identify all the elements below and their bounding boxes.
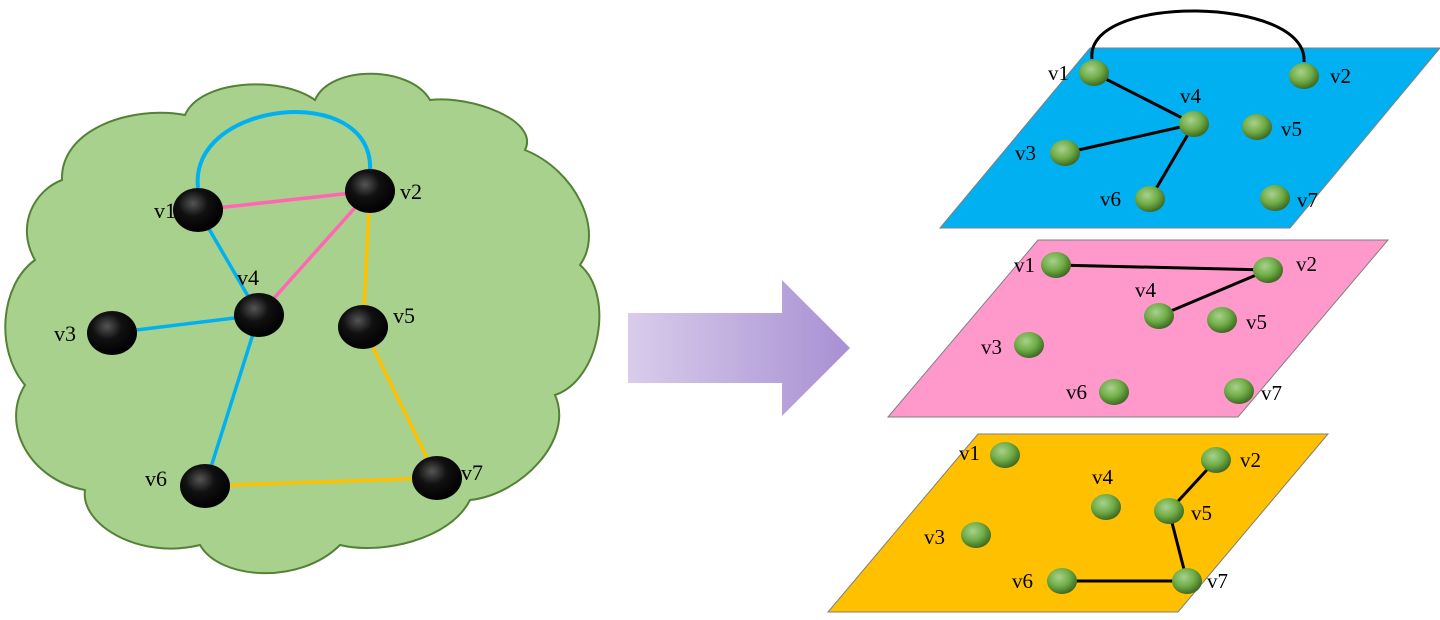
layer-orange-label-v4: v4 bbox=[1092, 465, 1114, 489]
layer-pink-label-v3: v3 bbox=[981, 335, 1002, 359]
layer-pink-label-v5: v5 bbox=[1246, 310, 1267, 334]
layer-pink-label-v6: v6 bbox=[1066, 380, 1087, 404]
layer-blue-nodes: v1 v2 v3 v4 v5 v6 v7 bbox=[1015, 60, 1351, 212]
transform-arrow bbox=[628, 280, 850, 416]
layer-blue-node-v2 bbox=[1289, 63, 1319, 89]
layer-orange-node-v2 bbox=[1201, 447, 1231, 473]
layer-blue-edge-v3-v4 bbox=[1064, 122, 1195, 155]
layer-orange-node-v3 bbox=[961, 522, 991, 548]
layer-blue-node-v4 bbox=[1179, 111, 1209, 137]
node-v1 bbox=[173, 188, 223, 232]
node-label-v6: v6 bbox=[145, 466, 167, 491]
layer-orange: v1 v2 v3 v4 v5 v6 v7 bbox=[826, 433, 1330, 613]
layer-pink-edges bbox=[1055, 263, 1269, 318]
node-label-v2: v2 bbox=[400, 179, 422, 204]
layer-blue-node-v6 bbox=[1135, 186, 1165, 212]
layer-orange-label-v5: v5 bbox=[1191, 501, 1212, 525]
layer-blue-label-v3: v3 bbox=[1015, 141, 1036, 165]
node-v5 bbox=[338, 305, 388, 349]
node-label-v5: v5 bbox=[393, 303, 415, 328]
layer-blue-label-v4: v4 bbox=[1180, 84, 1202, 108]
layer-pink-node-v4 bbox=[1144, 303, 1174, 329]
edge-v2-v4-pink bbox=[257, 189, 372, 317]
layer-orange-node-v4 bbox=[1091, 494, 1121, 520]
layer-pink-node-v1 bbox=[1041, 252, 1071, 278]
edge-v5-v7-orange bbox=[361, 326, 439, 479]
node-v7 bbox=[412, 456, 462, 500]
layer-blue-edge-v1-v4 bbox=[1093, 71, 1195, 126]
layer-pink-node-v5 bbox=[1207, 307, 1237, 333]
layer-orange-node-v5 bbox=[1154, 498, 1184, 524]
layer-pink-nodes: v1 v2 v3 v4 v5 v6 v7 bbox=[981, 252, 1317, 405]
layer-orange-label-v1: v1 bbox=[959, 441, 980, 465]
layer-orange-node-v1 bbox=[990, 442, 1020, 468]
layer-pink-edge-v2-v4 bbox=[1158, 268, 1269, 318]
edge-v1-v2-pink bbox=[197, 189, 371, 212]
node-v3 bbox=[87, 311, 137, 355]
edge-v6-v7-orange bbox=[204, 476, 438, 488]
layer-pink-label-v4: v4 bbox=[1135, 278, 1157, 302]
layer-blue-node-v5 bbox=[1242, 114, 1272, 140]
layer-blue-label-v6: v6 bbox=[1100, 187, 1121, 211]
layer-blue-node-v1 bbox=[1079, 60, 1109, 86]
node-label-v1: v1 bbox=[154, 198, 176, 223]
layer-pink-plane bbox=[886, 239, 1390, 418]
layer-blue-label-v1: v1 bbox=[1048, 61, 1069, 85]
layer-blue-edges bbox=[1064, 71, 1196, 200]
layer-pink-label-v7: v7 bbox=[1261, 381, 1282, 405]
layer-orange-label-v2: v2 bbox=[1240, 448, 1261, 472]
layer-orange-node-v6 bbox=[1047, 568, 1077, 594]
combined-nodes: v1 v2 v3 v4 v5 v6 v7 bbox=[54, 169, 483, 508]
layer-pink-edge-v1-v2 bbox=[1055, 263, 1269, 272]
layer-orange-plane bbox=[826, 433, 1330, 613]
node-label-v7: v7 bbox=[461, 460, 483, 485]
layer-pink-node-v6 bbox=[1099, 379, 1129, 405]
layer-blue: v1 v2 v3 v4 v5 v6 v7 bbox=[938, 9, 1440, 229]
layer-pink: v1 v2 v3 v4 v5 v6 v7 bbox=[886, 239, 1390, 418]
layer-blue-node-v7 bbox=[1260, 185, 1290, 211]
node-v6 bbox=[180, 464, 230, 508]
layer-orange-label-v6: v6 bbox=[1012, 569, 1033, 593]
node-v4 bbox=[234, 293, 284, 337]
edge-v4-v6-blue bbox=[203, 314, 261, 487]
layer-pink-node-v3 bbox=[1014, 332, 1044, 358]
layer-pink-label-v2: v2 bbox=[1296, 252, 1317, 276]
node-v2 bbox=[345, 169, 395, 213]
edge-v2-v5-orange bbox=[361, 190, 372, 328]
layer-stack: v1 v2 v3 v4 v5 v6 v7 v1 v2 v3 v4 v5 v6 v7 v1 v2 v3 v4 v5… bbox=[826, 9, 1440, 613]
layer-orange-label-v7: v7 bbox=[1207, 569, 1228, 593]
layer-pink-node-v7 bbox=[1224, 378, 1254, 404]
layer-orange-nodes: v1 v2 v3 v4 v5 v6 v7 bbox=[924, 441, 1261, 594]
node-label-v3: v3 bbox=[54, 321, 76, 346]
layer-blue-label-v5: v5 bbox=[1281, 117, 1302, 141]
node-label-v4: v4 bbox=[237, 265, 259, 290]
combined-network: v1 v2 v3 v4 v5 v6 v7 bbox=[4, 72, 601, 575]
layer-blue-arc-edge bbox=[1090, 9, 1306, 63]
layer-pink-node-v2 bbox=[1253, 257, 1283, 283]
edge-v1-v2-blue bbox=[195, 110, 373, 189]
layer-orange-node-v7 bbox=[1172, 568, 1202, 594]
layer-orange-label-v3: v3 bbox=[924, 525, 945, 549]
cloud-shape bbox=[4, 72, 601, 575]
layer-blue-label-v7: v7 bbox=[1297, 188, 1318, 212]
layer-blue-edge-v4-v6 bbox=[1148, 123, 1196, 200]
layer-blue-label-v2: v2 bbox=[1330, 64, 1351, 88]
layer-pink-label-v1: v1 bbox=[1014, 253, 1035, 277]
layer-blue-plane bbox=[938, 47, 1440, 229]
layer-blue-node-v3 bbox=[1050, 140, 1080, 166]
